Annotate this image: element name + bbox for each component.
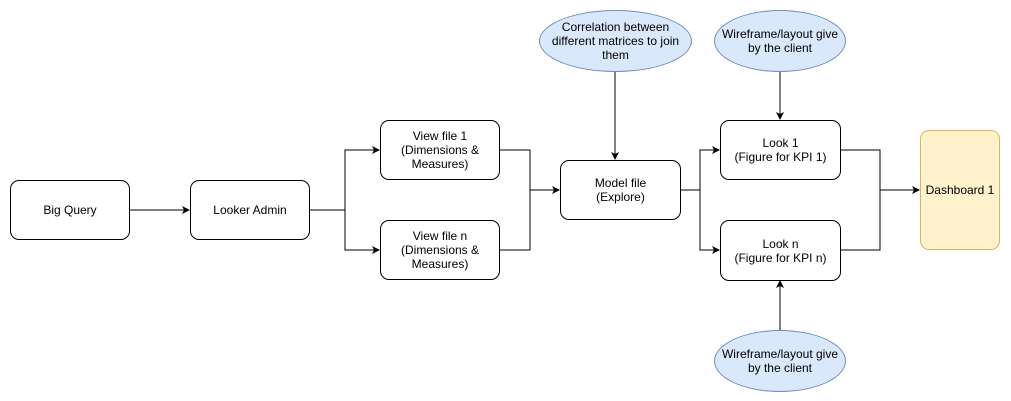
edge-model-to-look-n: [699, 190, 720, 254]
edge-model-to-look-1: [681, 146, 720, 191]
edge-view-1-to-model: [500, 149, 560, 194]
looker-admin-node[interactable]: Looker Admin: [190, 180, 310, 240]
view-file-1-node[interactable]: View file 1 (Dimensions & Measures): [380, 120, 500, 180]
look-1-node[interactable]: Look 1 (Figure for KPI 1): [720, 120, 841, 180]
look-n-node[interactable]: Look n (Figure for KPI n): [720, 220, 841, 281]
edge-looker-to-view-n: [344, 210, 380, 254]
edge-look-1-to-dashboard: [841, 149, 920, 194]
wireframe-bottom-ellipse[interactable]: Wireframe/layout give by the client: [714, 330, 846, 392]
model-file-node[interactable]: Model file (Explore): [560, 160, 681, 220]
correlation-note-ellipse[interactable]: Correlation between different matrices t…: [539, 10, 692, 72]
edge-look-n-to-dashboard: [841, 190, 881, 251]
wireframe-top-ellipse[interactable]: Wireframe/layout give by the client: [714, 10, 846, 72]
edge-looker-to-view-1: [310, 146, 380, 211]
dashboard-node[interactable]: Dashboard 1: [920, 130, 1000, 250]
big-query-node[interactable]: Big Query: [10, 180, 130, 240]
edge-view-n-to-model: [500, 190, 531, 251]
view-file-n-node[interactable]: View file n (Dimensions & Measures): [380, 220, 500, 280]
